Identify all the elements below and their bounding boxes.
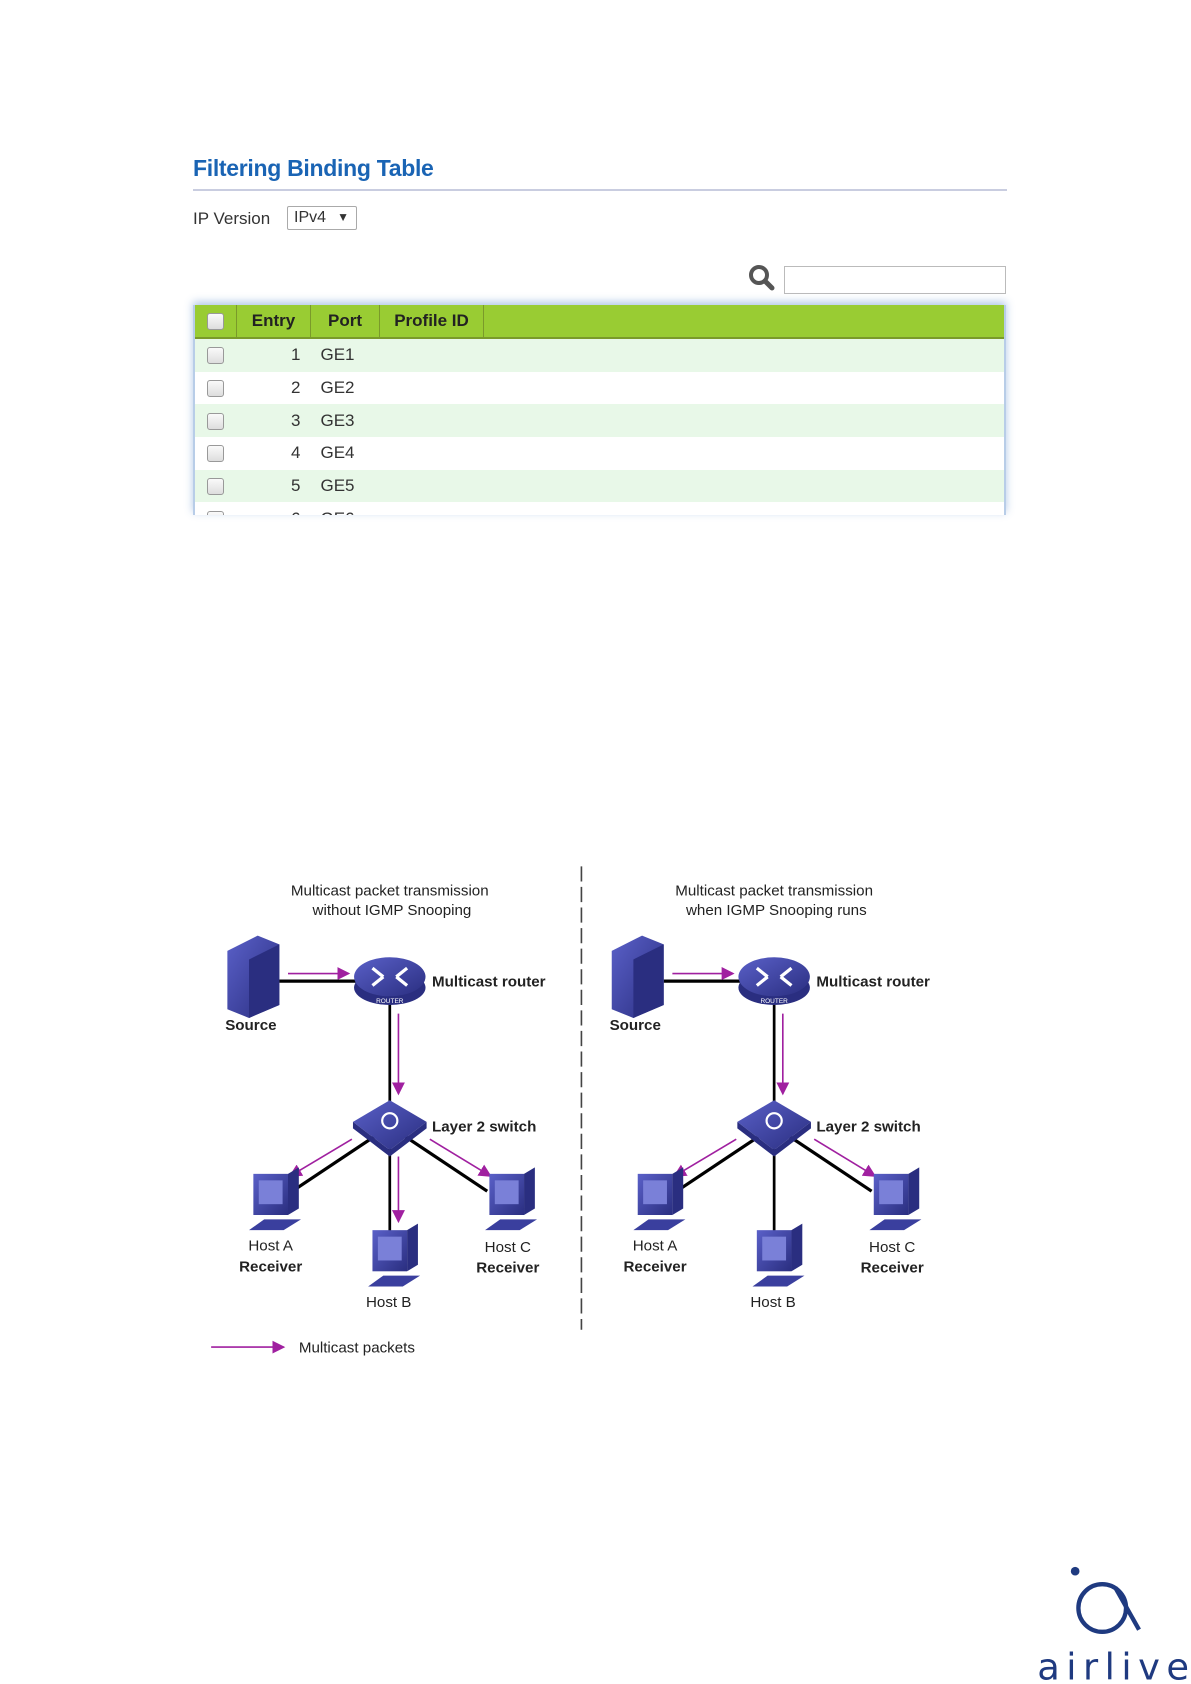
left-host-c-role: Receiver xyxy=(476,1259,539,1276)
cell-port: GE3 xyxy=(320,410,355,430)
ip-version-label: IP Version xyxy=(193,209,271,228)
page-title: Filtering Binding Table xyxy=(193,155,434,181)
table-row[interactable]: 6 GE6 xyxy=(195,502,1004,515)
left-switch-icon xyxy=(352,1100,427,1157)
left-panel: Multicast packet transmission without IG… xyxy=(225,883,545,1311)
table-header-row: Entry Port Profile ID xyxy=(195,305,1004,339)
row-checkbox-cell xyxy=(195,502,237,515)
left-host-a-role: Receiver xyxy=(239,1258,302,1275)
left-host-c-computer-icon xyxy=(485,1167,538,1231)
right-host-a-label: Host A xyxy=(633,1238,679,1255)
right-host-a-role: Receiver xyxy=(623,1258,686,1275)
right-switch-icon xyxy=(737,1100,811,1157)
left-title-line1: Multicast packet transmission xyxy=(291,883,489,900)
right-host-b-label: Host B xyxy=(750,1294,795,1311)
ip-version-value: IPv4 xyxy=(294,209,327,226)
right-host-c-computer-icon xyxy=(869,1167,922,1231)
cell-entry: 6 xyxy=(237,502,311,515)
select-all-header xyxy=(195,305,237,339)
cell-entry: 4 xyxy=(291,443,301,463)
row-checkbox-cell xyxy=(195,372,237,405)
left-source-server-icon xyxy=(227,935,280,1018)
left-host-b-computer-icon xyxy=(368,1223,421,1287)
binding-table: Entry Port Profile ID 1 GE1 2 GE2 3 GE3 … xyxy=(193,305,1006,515)
left-source-label: Source xyxy=(225,1017,276,1034)
cell-entry: 3 xyxy=(291,410,301,430)
left-router-label: Multicast router xyxy=(432,974,546,991)
right-source-server-icon xyxy=(611,935,664,1018)
left-router-icon: ROUTER xyxy=(354,957,426,1005)
left-host-b-label: Host B xyxy=(366,1294,411,1311)
row-checkbox-cell xyxy=(195,470,237,503)
svg-text:ROUTER: ROUTER xyxy=(376,998,404,1005)
cell-port: GE5 xyxy=(320,476,355,496)
left-host-a-label: Host A xyxy=(248,1238,294,1255)
airlive-logo: airlive xyxy=(1037,1566,1191,1684)
row-checkbox-cell xyxy=(195,338,237,372)
search-icon[interactable] xyxy=(748,264,776,292)
row-checkbox[interactable] xyxy=(207,347,225,365)
left-title-line2: without IGMP Snooping xyxy=(312,902,472,919)
select-all-checkbox[interactable] xyxy=(207,313,224,331)
cell-entry: 2 xyxy=(291,378,301,398)
right-router-label: Multicast router xyxy=(816,974,930,991)
column-header-entry[interactable]: Entry xyxy=(236,305,311,339)
cell-port: GE6 xyxy=(311,502,380,515)
left-switch-label: Layer 2 switch xyxy=(432,1119,536,1136)
right-host-b-computer-icon xyxy=(752,1223,805,1287)
right-source-label: Source xyxy=(610,1017,661,1034)
row-checkbox-cell xyxy=(195,404,237,437)
row-checkbox[interactable] xyxy=(207,380,225,398)
right-title-line2: when IGMP Snooping runs xyxy=(685,902,867,919)
ip-version-select[interactable]: IPv4 ▼ xyxy=(287,206,357,230)
cell-entry: 5 xyxy=(291,476,301,496)
table-row[interactable]: 4 GE4 xyxy=(195,437,1004,470)
cell-entry: 1 xyxy=(291,345,301,365)
column-header-filler xyxy=(483,305,1004,339)
title-divider xyxy=(193,189,1007,191)
legend-label: Multicast packets xyxy=(299,1340,416,1357)
row-checkbox[interactable] xyxy=(207,412,225,430)
right-host-c-label: Host C xyxy=(869,1239,915,1256)
table-row[interactable]: 3 GE3 xyxy=(195,404,1004,438)
dropdown-arrow-icon: ▼ xyxy=(337,210,349,224)
right-host-c-role: Receiver xyxy=(861,1259,924,1276)
left-host-c-label: Host C xyxy=(485,1239,531,1256)
row-checkbox-cell xyxy=(195,437,237,470)
search-input[interactable] xyxy=(784,266,1006,294)
table-row[interactable]: 2 GE2 xyxy=(195,371,1004,405)
right-panel: Multicast packet transmission when IGMP … xyxy=(610,883,930,1311)
column-header-profile-id[interactable]: Profile ID xyxy=(379,305,484,339)
left-host-a-computer-icon xyxy=(249,1167,301,1231)
table-row[interactable]: 1 GE1 xyxy=(195,338,1004,372)
cell-port: GE1 xyxy=(320,345,355,365)
column-header-port[interactable]: Port xyxy=(310,305,380,339)
row-checkbox[interactable] xyxy=(207,445,225,463)
cell-port: GE4 xyxy=(320,443,355,463)
cell-port: GE2 xyxy=(320,378,355,398)
row-checkbox[interactable] xyxy=(207,510,225,515)
svg-text:airlive: airlive xyxy=(1037,1645,1191,1684)
right-title-line1: Multicast packet transmission xyxy=(675,883,873,900)
right-host-a-computer-icon xyxy=(633,1167,686,1231)
right-switch-label: Layer 2 switch xyxy=(816,1119,920,1136)
table-row[interactable]: 5 GE5 xyxy=(195,469,1004,503)
row-checkbox[interactable] xyxy=(207,478,225,496)
right-router-icon: ROUTER xyxy=(738,957,810,1005)
svg-text:ROUTER: ROUTER xyxy=(760,998,788,1005)
